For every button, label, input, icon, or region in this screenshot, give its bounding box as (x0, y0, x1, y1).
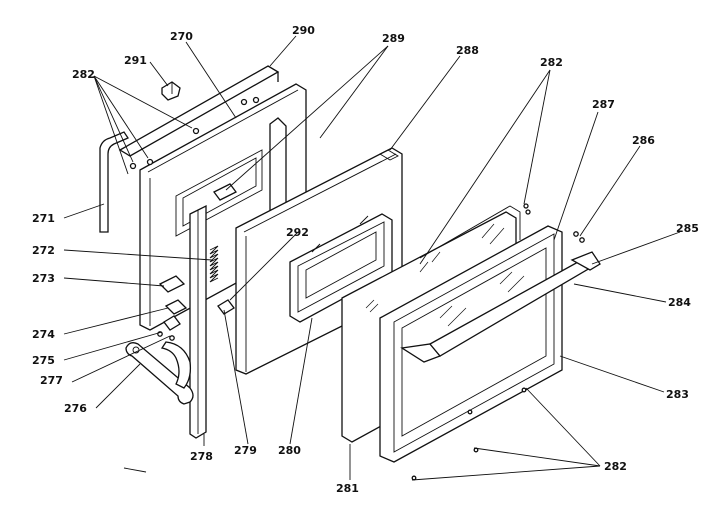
screws-282-top (129, 96, 260, 170)
label-288: 288 (456, 44, 479, 57)
label-282-bottom: 282 (604, 460, 627, 473)
label-271: 271 (32, 212, 55, 225)
door-handle-284 (400, 251, 601, 363)
hinge-strip-278 (189, 204, 207, 439)
label-292: 292 (286, 226, 309, 239)
label-273: 273 (32, 272, 55, 285)
label-274: 274 (32, 328, 55, 341)
label-282-top-left: 282 (72, 68, 95, 81)
label-289: 289 (382, 32, 405, 45)
outer-door-frame-283 (379, 225, 563, 463)
spring-272 (209, 245, 219, 283)
label-272: 272 (32, 244, 55, 257)
label-287: 287 (592, 98, 615, 111)
label-282-top-right: 282 (540, 56, 563, 69)
label-275: 275 (32, 354, 55, 367)
leader-lines (63, 35, 681, 481)
stray-mark (123, 467, 147, 473)
label-279: 279 (234, 444, 257, 457)
label-278: 278 (190, 450, 213, 463)
label-291: 291 (124, 54, 147, 67)
outer-glass-287 (419, 205, 521, 259)
label-286: 286 (632, 134, 655, 147)
label-290: 290 (292, 24, 315, 37)
label-280: 280 (278, 444, 301, 457)
label-284: 284 (668, 296, 691, 309)
label-285: 285 (676, 222, 699, 235)
inner-door-panel-270 (139, 83, 307, 331)
label-281: 281 (336, 482, 359, 495)
clips-286 (523, 203, 585, 243)
label-270: 270 (170, 30, 193, 43)
door-gasket-290 (118, 65, 280, 157)
handle-rod-271 (99, 131, 129, 233)
label-277: 277 (40, 374, 63, 387)
hinge-arm-276 (125, 341, 194, 405)
brackets-273-275 (157, 275, 235, 341)
hinge-bracket-291 (161, 81, 181, 101)
label-276: 276 (64, 402, 87, 415)
part-labels: 282 291 270 290 289 288 282 287 286 285 … (32, 24, 699, 495)
label-283: 283 (666, 388, 689, 401)
